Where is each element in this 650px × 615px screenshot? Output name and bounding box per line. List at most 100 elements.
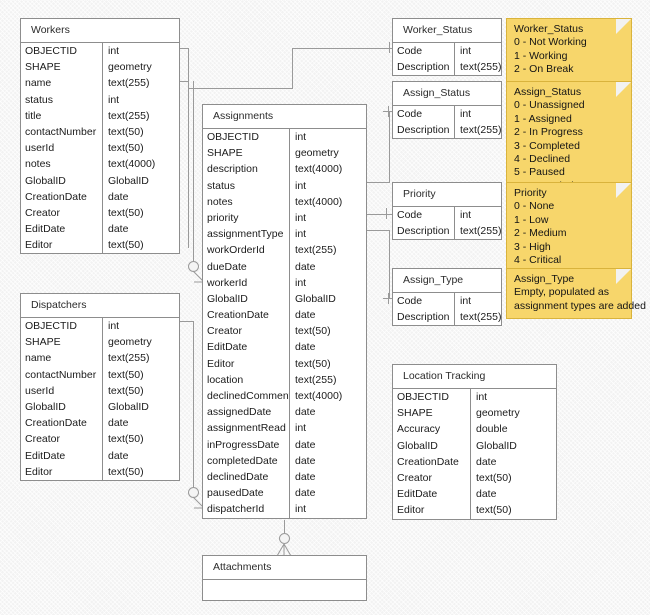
field-name: status <box>21 91 103 108</box>
field-name: declinedComment <box>203 388 290 405</box>
field-type: text(50) <box>476 471 512 484</box>
field-name: dispatcherId <box>203 501 290 518</box>
entity-title: Worker_Status <box>393 19 501 43</box>
field-row: notes text(4000) <box>21 156 179 173</box>
note-line: 2 - On Break <box>514 63 574 76</box>
note-line: 1 - Working <box>514 49 568 62</box>
connector-assign-status-v <box>389 111 390 183</box>
field-type: int <box>295 276 307 289</box>
field-type: date <box>295 341 316 354</box>
entity-title: Location Tracking <box>393 365 556 389</box>
field-row: location text(255) <box>203 371 366 388</box>
field-type: date <box>476 455 497 468</box>
field-type: text(50) <box>108 125 144 138</box>
field-name: GlobalID <box>393 437 471 454</box>
field-name: SHAPE <box>21 59 103 76</box>
field-name: Editor <box>21 237 103 254</box>
field-type: text(50) <box>108 465 144 478</box>
note-worker-status[interactable]: Worker_Status 0 - Not Working 1 - Workin… <box>506 18 632 83</box>
connector-priority-h <box>367 214 391 215</box>
field-type: text(50) <box>108 142 144 155</box>
field-row: workOrderId text(255) <box>203 242 366 259</box>
field-name: name <box>21 350 103 367</box>
note-line: 3 - Completed <box>514 139 580 152</box>
field-type: text(50) <box>295 325 331 338</box>
field-type: GlobalID <box>108 400 149 413</box>
field-name: OBJECTID <box>393 389 471 406</box>
field-type: int <box>295 503 307 516</box>
cardinality-zero-one-attachments <box>279 533 290 544</box>
field-type: text(255) <box>295 244 337 257</box>
field-row: dispatcherId int <box>203 501 366 518</box>
field-type: text(255) <box>295 373 337 386</box>
field-type: int <box>295 228 307 241</box>
connector-attachments-v <box>284 520 285 533</box>
field-name: workOrderId <box>203 242 290 259</box>
field-name: Editor <box>393 502 471 519</box>
note-priority[interactable]: Priority 0 - None 1 - Low 2 - Medium 3 -… <box>506 182 632 274</box>
field-type: date <box>295 260 316 273</box>
note-assign-status[interactable]: Assign_Status 0 - Unassigned 1 - Assigne… <box>506 81 632 200</box>
field-name: Code <box>393 207 455 224</box>
field-type: geometry <box>108 336 152 349</box>
field-name: CreationDate <box>393 453 471 470</box>
entity-title: Assignments <box>203 105 366 129</box>
entity-attachments[interactable]: Attachments <box>202 555 367 601</box>
field-name: CreationDate <box>203 307 290 324</box>
note-assign-type[interactable]: Assign_Type Empty, populated as assignme… <box>506 268 646 320</box>
field-name: GlobalID <box>21 398 103 416</box>
field-name: CreationDate <box>21 415 103 432</box>
field-name: location <box>203 371 290 388</box>
field-type: date <box>476 488 497 501</box>
field-name: GlobalID <box>21 172 103 189</box>
note-line: 2 - In Progress <box>514 126 583 139</box>
connector-assign-type-v <box>389 230 390 298</box>
field-type: text(4000) <box>108 158 156 171</box>
entity-title: Assign_Type <box>393 269 501 293</box>
field-name: userId <box>21 140 103 157</box>
note-line: 4 - Declined <box>514 153 571 166</box>
entity-title: Attachments <box>203 556 366 580</box>
field-type: int <box>460 295 472 307</box>
field-name: notes <box>21 156 103 173</box>
field-type: date <box>295 454 316 467</box>
field-name: Description <box>393 223 455 240</box>
field-name: title <box>21 107 103 124</box>
field-type: GlobalID <box>295 292 336 305</box>
field-name: Code <box>393 106 455 123</box>
field-name: Code <box>393 43 455 60</box>
field-type: int <box>295 422 307 435</box>
note-line: 0 - Unassigned <box>514 99 585 112</box>
note-fold-icon <box>616 269 631 284</box>
field-type: text(50) <box>108 433 144 446</box>
